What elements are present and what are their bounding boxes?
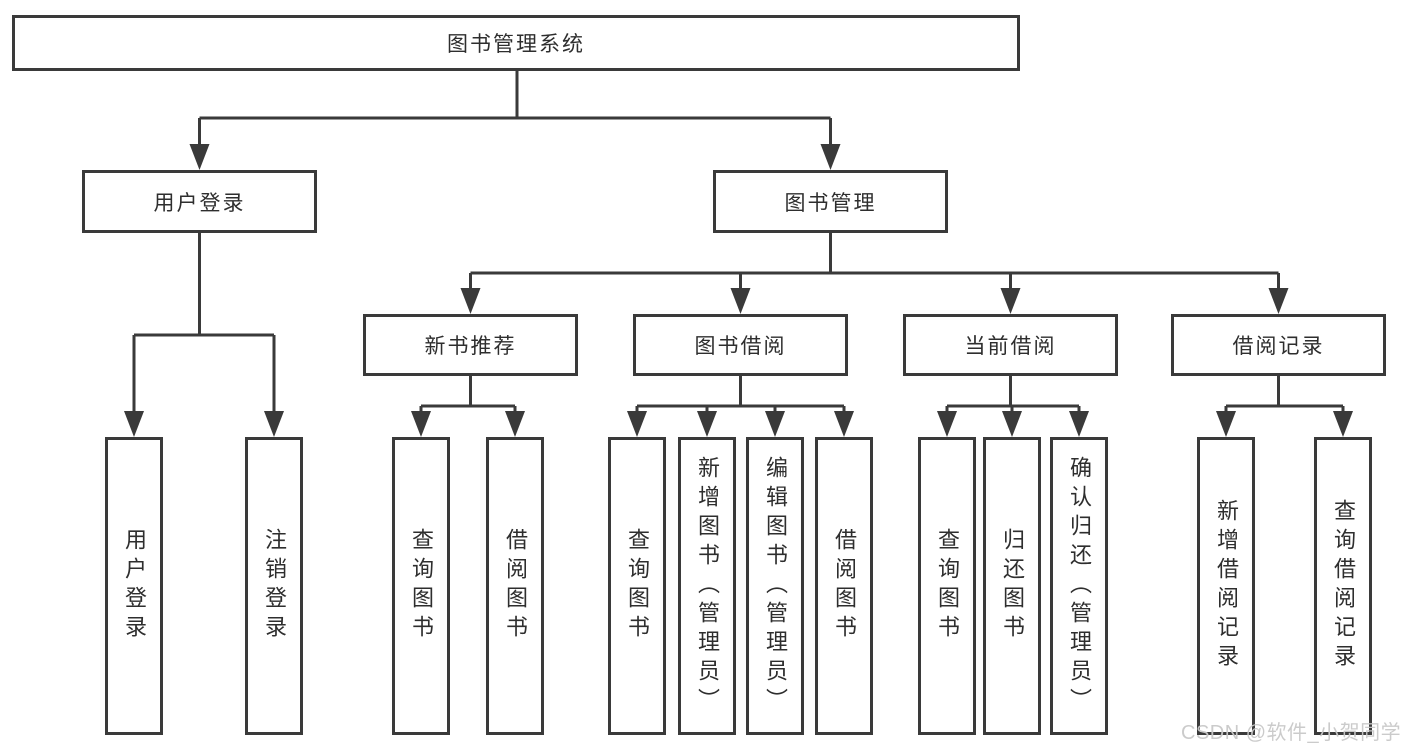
node-new-book-recommend: 新书推荐	[363, 314, 578, 376]
node-label: 编辑图书（管理员）	[763, 455, 788, 717]
arrow-down-icon	[189, 144, 210, 170]
node-label: 查询图书	[935, 528, 960, 644]
leaf-user-login: 用户登录	[105, 437, 163, 735]
node-user-login: 用户登录	[82, 170, 317, 233]
arrow-down-icon	[697, 411, 717, 437]
leaf-logout: 注销登录	[245, 437, 303, 735]
node-label: 用户登录	[153, 191, 246, 215]
leaf-return-book: 归还图书	[983, 437, 1041, 735]
node-label: 借阅图书	[503, 528, 528, 644]
node-label: 查询借阅记录	[1331, 499, 1356, 673]
arrow-down-icon	[124, 411, 144, 437]
node-label: 新增图书（管理员）	[695, 455, 720, 717]
node-label: 新增借阅记录	[1214, 499, 1239, 673]
node-label: 新书推荐	[424, 335, 517, 358]
node-borrow-records: 借阅记录	[1171, 314, 1386, 376]
leaf-add-book-admin: 新增图书（管理员）	[678, 437, 736, 735]
node-label: 查询图书	[409, 528, 434, 644]
node-book-borrow: 图书借阅	[633, 314, 848, 376]
node-current-borrow: 当前借阅	[903, 314, 1118, 376]
arrow-down-icon	[937, 411, 957, 437]
node-label: 注销登录	[262, 528, 287, 644]
leaf-edit-book-admin: 编辑图书（管理员）	[746, 437, 804, 735]
arrow-down-icon	[505, 411, 525, 437]
arrow-down-icon	[460, 288, 481, 314]
leaf-query-borrow-record: 查询借阅记录	[1314, 437, 1372, 735]
arrow-down-icon	[730, 288, 751, 314]
node-book-management: 图书管理	[713, 170, 948, 233]
connector-lines	[132, 68, 1345, 414]
node-root: 图书管理系统	[12, 15, 1020, 71]
arrow-down-icon	[1268, 288, 1289, 314]
node-label: 确认归还（管理员）	[1067, 455, 1092, 717]
leaf-query-books-recommend: 查询图书	[392, 437, 450, 735]
arrow-down-icon	[1002, 411, 1022, 437]
leaf-borrow-books: 借阅图书	[815, 437, 873, 735]
arrow-down-icon	[765, 411, 785, 437]
watermark: CSDN @软件_小贺同学	[1181, 722, 1402, 744]
node-label: 借阅记录	[1232, 335, 1325, 358]
leaf-confirm-return-admin: 确认归还（管理员）	[1050, 437, 1108, 735]
arrow-down-icon	[411, 411, 431, 437]
node-label: 归还图书	[1000, 528, 1025, 644]
leaf-add-borrow-record: 新增借阅记录	[1197, 437, 1255, 735]
arrowhead-icons	[124, 144, 1353, 437]
leaf-query-books-borrow: 查询图书	[608, 437, 666, 735]
arrow-down-icon	[1069, 411, 1089, 437]
node-label: 图书借阅	[694, 335, 787, 358]
node-label: 查询图书	[625, 528, 650, 644]
node-label: 借阅图书	[832, 528, 857, 644]
leaf-borrow-books-recommend: 借阅图书	[486, 437, 544, 735]
arrow-down-icon	[834, 411, 854, 437]
node-label: 图书管理系统	[447, 33, 585, 56]
arrow-down-icon	[1216, 411, 1236, 437]
arrow-down-icon	[820, 144, 841, 170]
arrow-down-icon	[264, 411, 284, 437]
node-label: 图书管理	[784, 191, 877, 215]
leaf-query-books-current: 查询图书	[918, 437, 976, 735]
arrow-down-icon	[1333, 411, 1353, 437]
node-label: 当前借阅	[964, 335, 1057, 358]
node-label: 用户登录	[122, 528, 147, 644]
arrow-down-icon	[1000, 288, 1021, 314]
arrow-down-icon	[627, 411, 647, 437]
